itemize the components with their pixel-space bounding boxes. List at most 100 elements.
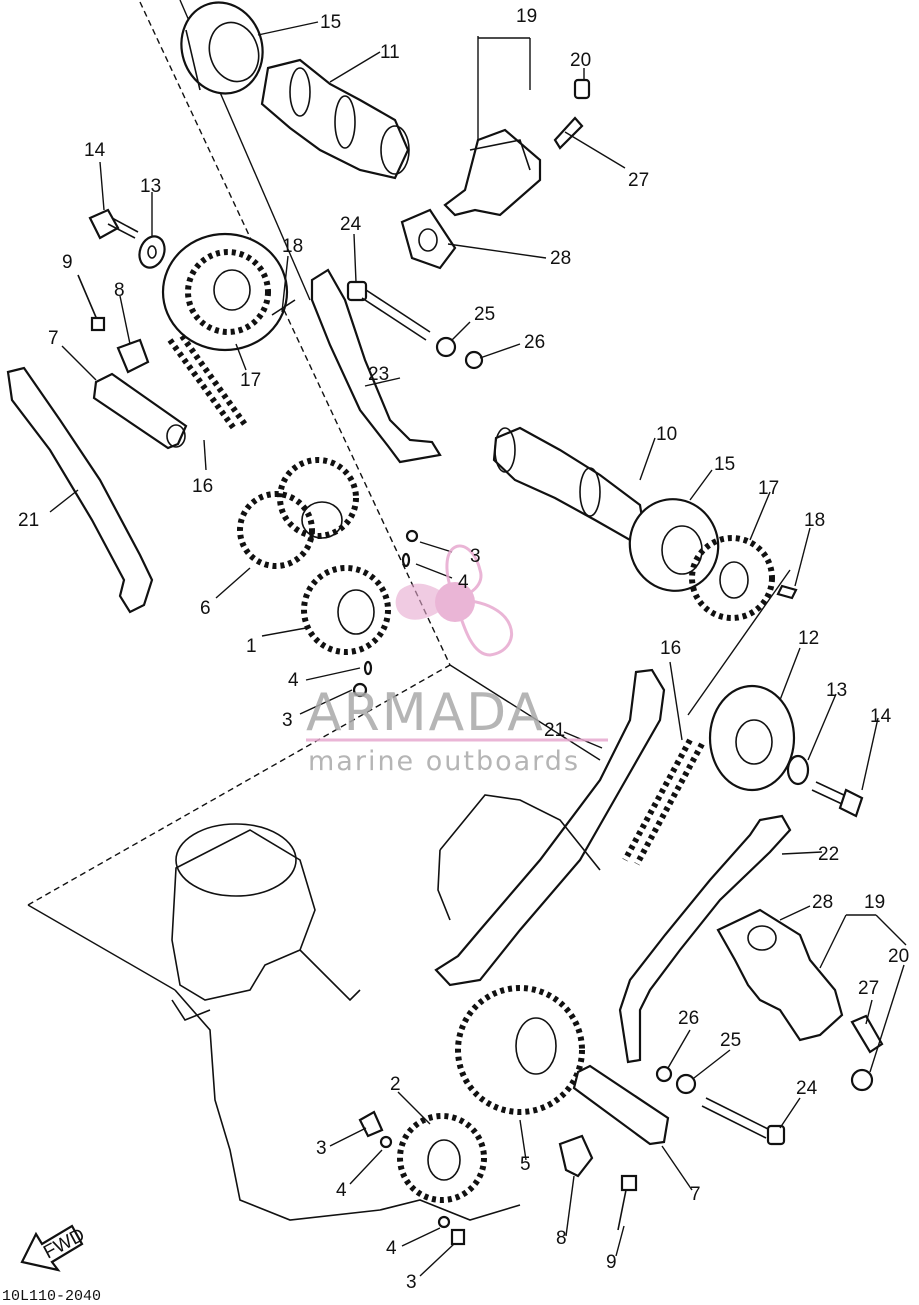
callout-28-top: 28 [550, 248, 571, 269]
chain-guide-23 [310, 268, 442, 464]
watermark-tagline: marine outboards [308, 746, 580, 777]
callout-3-d: 3 [406, 1272, 417, 1293]
washer-4-d [437, 1215, 451, 1229]
callout-5: 5 [520, 1154, 531, 1175]
cap-20-right [850, 1068, 874, 1092]
chain-guide-22 [618, 814, 792, 1064]
nut-26-top [464, 350, 484, 370]
upper-left-assembly [6, 1, 591, 698]
callout-7-right: 7 [690, 1184, 701, 1205]
callout-25-top: 25 [474, 304, 495, 325]
callout-24-top: 24 [340, 214, 362, 235]
callout-22: 22 [818, 844, 839, 865]
pushrod-7-right [572, 1064, 670, 1146]
fwd-arrow-icon: FWD [20, 1224, 88, 1272]
callout-3-b: 3 [282, 710, 293, 731]
propeller-logo [395, 544, 513, 657]
chain-16-right [622, 738, 705, 866]
callout-9-right: 9 [606, 1252, 617, 1273]
callout-17-right: 17 [758, 478, 779, 499]
callout-4-c: 4 [336, 1180, 347, 1201]
camshaft-10 [492, 426, 646, 542]
bolt-24-right [701, 1097, 786, 1146]
callout-14-left: 14 [84, 140, 106, 161]
callout-21-right: 21 [544, 720, 565, 741]
bolt-27-right [850, 1014, 884, 1054]
callout-15-top: 15 [320, 12, 341, 33]
callout-24-right: 24 [796, 1078, 818, 1099]
watermark-brand: ARMADA [306, 683, 545, 743]
clip-3-b [352, 682, 368, 698]
clip-3-c [358, 1110, 384, 1138]
callout-13-right: 13 [826, 680, 847, 701]
reference-lines [27, 0, 791, 991]
gear-2 [397, 1113, 487, 1203]
gasket-28-top [400, 208, 457, 270]
callout-20-right: 20 [888, 946, 909, 967]
bearing-15-top [180, 1, 264, 95]
tensioner-19-top [443, 78, 591, 217]
right-assembly [358, 426, 884, 1246]
cam-sprocket-17-left [161, 232, 289, 352]
bolt-14-left [88, 208, 139, 240]
callout-17-left: 17 [240, 370, 261, 391]
callout-18-left: 18 [282, 236, 303, 257]
callout-2: 2 [390, 1074, 401, 1095]
tensioner-19-right [716, 908, 844, 1042]
chain-guide-21-left [6, 366, 154, 614]
gear-1 [301, 565, 391, 655]
armada-watermark: ARMADA marine outboards [306, 544, 608, 777]
callout-18-right: 18 [804, 510, 825, 531]
callout-4-d: 4 [386, 1238, 397, 1259]
washer-4-b [363, 660, 373, 676]
nut-25-top [435, 336, 457, 358]
plate-8-right [558, 1134, 594, 1178]
callout-26-right: 26 [678, 1008, 699, 1029]
chain-guide-21-right [434, 668, 666, 987]
clip-3-d [450, 1228, 466, 1246]
callout-12: 12 [798, 628, 819, 649]
callout-19-right: 19 [864, 892, 885, 913]
clip-3-a [405, 529, 419, 543]
callout-27-right: 27 [858, 978, 879, 999]
callout-26-top: 26 [524, 332, 545, 353]
callout-21-left: 21 [18, 510, 39, 531]
callout-13-left: 13 [140, 176, 161, 197]
crank-gear-5 [455, 985, 585, 1115]
leader-lines [49, 21, 907, 1277]
plate-8-left [116, 338, 150, 374]
callout-19-top: 19 [516, 6, 537, 27]
callout-16-right: 16 [660, 638, 681, 659]
callout-25-right: 25 [720, 1030, 741, 1051]
bolt-9-right [617, 1174, 638, 1231]
callout-10: 10 [656, 424, 677, 445]
callout-20-top: 20 [570, 50, 591, 71]
callout-8-right: 8 [556, 1228, 567, 1249]
callout-7-left: 7 [48, 328, 59, 349]
callout-11: 11 [380, 42, 400, 63]
callout-8-left: 8 [114, 280, 125, 301]
pin-18-right [776, 584, 798, 600]
sprocket-12 [708, 684, 796, 792]
pin-18-left [271, 299, 296, 316]
crankcase-outline [171, 794, 601, 1221]
callout-3-c: 3 [316, 1138, 327, 1159]
bolt-24-top [346, 280, 431, 341]
callout-6: 6 [200, 598, 211, 619]
callout-14-right: 14 [870, 706, 892, 727]
gear-6 [237, 457, 359, 569]
callout-4-b: 4 [288, 670, 299, 691]
callout-23: 23 [368, 364, 389, 385]
callout-9-left: 9 [62, 252, 73, 273]
washer-4-a [401, 552, 411, 568]
callout-4-a: 4 [458, 572, 469, 593]
callout-1: 1 [246, 636, 257, 657]
pushrod-7-left [92, 372, 188, 450]
callout-27-top: 27 [628, 170, 649, 191]
callout-labels: 15 11 19 20 27 28 14 13 24 18 9 8 25 26 … [18, 6, 909, 1293]
callout-16-left: 16 [192, 476, 213, 497]
washer-13-left [138, 235, 166, 269]
diagram-code: 10L110-2040 [2, 1288, 101, 1305]
nut-25-right [675, 1073, 697, 1095]
